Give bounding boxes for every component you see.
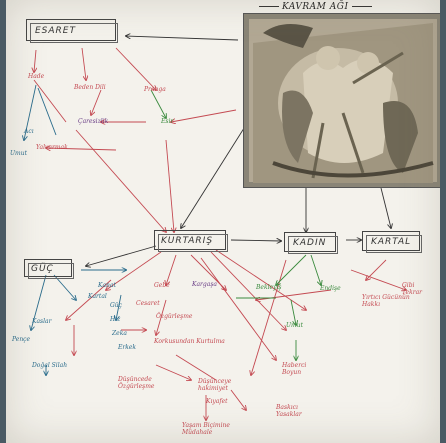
connection-arrows xyxy=(6,0,440,443)
label-gibi: Gibi Tekrar xyxy=(402,282,423,296)
label-kiyafet: Kıyafet xyxy=(206,398,228,405)
node-guc: GÜÇ xyxy=(24,259,74,279)
relief-image xyxy=(243,13,440,188)
label-guc-small: Güç xyxy=(110,302,123,309)
label-gebe: Gebe xyxy=(154,282,170,289)
label-kartal: Kartal xyxy=(88,293,107,300)
label-caresizlik: Çaresizlik xyxy=(78,118,109,125)
label-beden-dili: Beden Dili xyxy=(74,84,106,91)
label-yasam: Yaşam Biçimine Müdahale xyxy=(182,422,230,436)
label-umut-top: Umut xyxy=(10,150,28,157)
label-ozgurlesme: Özgürleşme xyxy=(156,313,193,320)
node-esaret: ESARET xyxy=(26,19,118,43)
label-endise: Endişe xyxy=(320,285,341,292)
label-esir: Esir xyxy=(161,118,174,125)
page-title: KAVRAM AĞI xyxy=(256,2,375,12)
label-cesaret: Cesaret xyxy=(136,300,160,307)
label-dusunceye: Düşünceye hakimiyet xyxy=(198,378,232,392)
node-kadin: KADIN xyxy=(284,232,338,254)
label-kargasa: Kargaşa xyxy=(192,281,218,288)
relief-sculpture-photo xyxy=(243,13,440,188)
label-haberci: Haberci Boyun xyxy=(282,362,307,376)
label-aci: Acı xyxy=(24,128,34,135)
label-korkusundan: Korkusundan Kurtulma xyxy=(154,338,225,345)
label-dogal-silah: Doğal Silah xyxy=(32,362,68,369)
node-kurtaris: KURTARIŞ xyxy=(154,230,228,252)
label-bekleyis: Bekleyiş xyxy=(256,284,282,291)
label-dusunce: Düşüncede Özgürleşme xyxy=(118,376,155,390)
label-baskici: Baskıcı Yasaklar xyxy=(276,404,302,418)
label-hade: Hade xyxy=(28,73,45,80)
label-umut-mid: Umut xyxy=(286,322,304,329)
node-kartal: KARTAL xyxy=(362,231,422,253)
label-yirtici: Yırtıcı Gücünün Hakkı xyxy=(362,294,410,308)
label-zeka: Zeka xyxy=(112,330,127,337)
concept-map-board: KAVRAM AĞI ESARET KURTARIŞ KADIN KARTAL … xyxy=(6,0,440,443)
label-kaslar: Kaslar xyxy=(32,318,52,325)
label-erkek: Erkek xyxy=(118,344,137,351)
label-kanat: Kanat xyxy=(98,282,116,289)
label-pranga: Pranga xyxy=(144,86,166,93)
label-pence: Pençe xyxy=(12,336,31,343)
label-hiz: Hız xyxy=(110,316,121,323)
label-yalvarmak: Yalvarmak xyxy=(36,144,68,151)
